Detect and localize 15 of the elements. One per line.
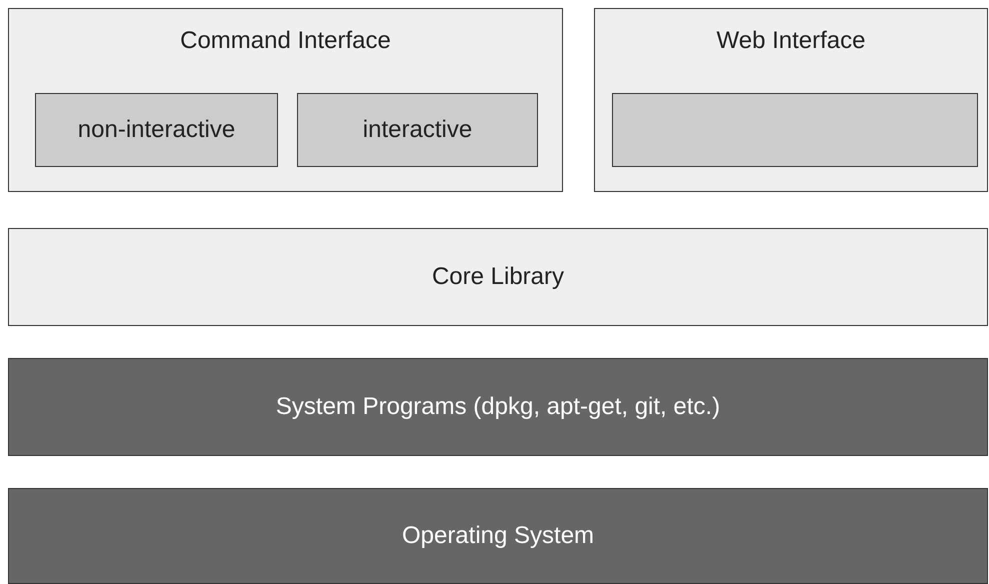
group-box (594, 8, 988, 192)
layer-bar (8, 488, 988, 584)
box-label: Web Interface (716, 27, 866, 55)
box-label: non-interactive (78, 116, 236, 144)
box-label: Command Interface (180, 27, 391, 55)
box-label: Operating System (402, 522, 594, 550)
component-box (35, 93, 278, 167)
box-label: interactive (362, 116, 472, 144)
box-label: Core Library (432, 263, 564, 291)
component-box (297, 93, 538, 167)
group-box (8, 8, 563, 192)
component-box (612, 93, 978, 167)
layer-bar (8, 228, 988, 326)
layer-bar (8, 358, 988, 456)
box-label: System Programs (dpkg, apt-get, git, etc.) (276, 393, 720, 421)
